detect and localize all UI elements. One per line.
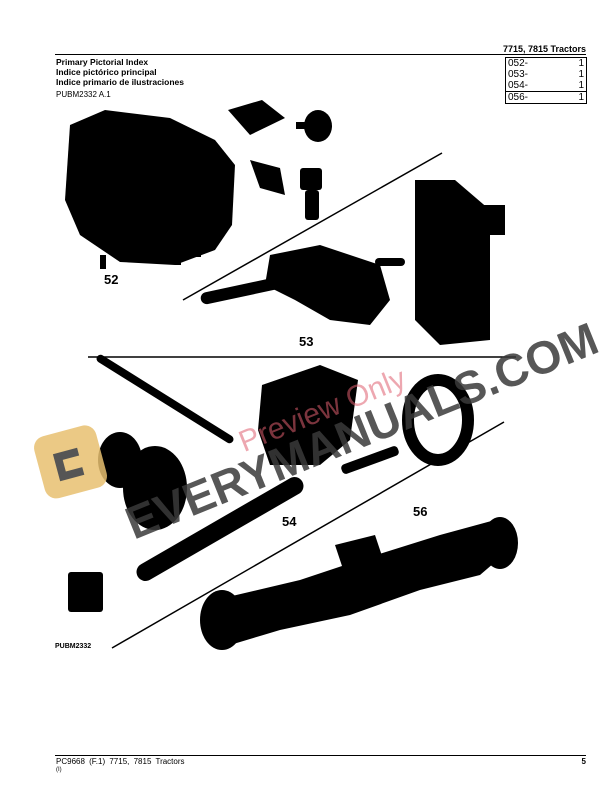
transmission-52: [65, 100, 332, 269]
section-label-52: 52: [104, 272, 119, 287]
footer-sub: (I): [56, 767, 62, 773]
svg-text:EVERYMANUALS.COM: EVERYMANUALS.COM: [118, 312, 605, 549]
figure-id: PUBM2332: [55, 643, 92, 650]
section-label-56: 56: [413, 504, 428, 519]
index-title-es2: Indice primario de ilustraciones: [56, 77, 185, 87]
watermark-logo-icon: [34, 425, 108, 499]
index-row[interactable]: 056-1: [506, 91, 586, 103]
hydraulic-housing-53: [200, 180, 505, 345]
front-axle-56: [200, 517, 518, 650]
section-label-53: 53: [299, 334, 314, 349]
document-title: 7715, 7815 Tractors: [502, 44, 586, 54]
section-page-index: 052-1 053-1 054-1 056-1: [505, 57, 587, 104]
page-number: 5: [581, 757, 586, 766]
figure-reference: PUBM2332 A.1: [56, 90, 111, 99]
index-titles: Primary Pictorial Index Indice pictórico…: [56, 57, 184, 87]
header-rule: [55, 54, 586, 55]
index-title-en: Primary Pictorial Index: [56, 57, 149, 67]
footer-rule: [55, 755, 586, 756]
section-label-54: 54: [282, 514, 297, 529]
index-row[interactable]: 054-1: [508, 80, 584, 91]
drive-components-54: [68, 354, 474, 612]
index-row[interactable]: 052-1: [508, 58, 584, 69]
watermark: EVERYMANUALS.COM Preview Only: [118, 312, 605, 549]
index-title-es1: Indice pictórico principal: [56, 67, 157, 77]
index-row[interactable]: 053-1: [508, 69, 584, 80]
footer-publication: PC9668 (F.1) 7715, 7815 Tractors: [56, 757, 185, 766]
